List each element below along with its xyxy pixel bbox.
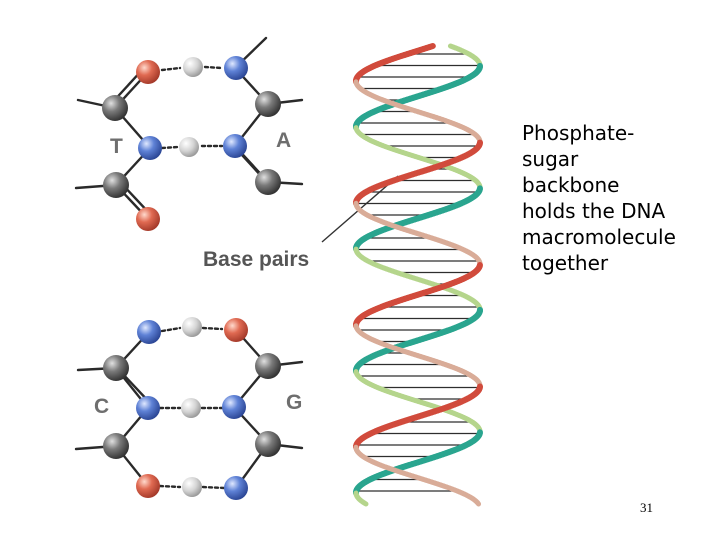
nitrogen-atom [222,395,246,419]
nitrogen-atom [138,136,162,160]
oxygen-atom [136,60,160,84]
helix-strand-1 [361,500,369,507]
nitrogen-atom [137,320,161,344]
base-label-t: T [110,135,123,158]
base-pairs-label: Base pairs [203,248,309,271]
hydrogen-atom [181,398,201,418]
carbon-atom [255,353,281,379]
hydrogen-atom [182,477,202,497]
base-label-c: C [94,395,109,418]
backbone-caption: Phosphate- sugar backbone holds the DNA … [522,121,676,275]
nitrogen-atom [224,476,248,500]
oxygen-atom [224,318,248,342]
nitrogen-atom [136,396,160,420]
hydrogen-atom [179,137,199,157]
helix-strand-2 [475,500,482,507]
nitrogen-atom [224,56,248,80]
base-label-g: G [286,391,302,414]
oxygen-atom [136,474,160,498]
carbon-atom [103,433,129,459]
carbon-atom [103,172,129,198]
carbon-atom [102,95,128,121]
slide-number: 31 [640,500,653,515]
atoms-cg [103,317,281,500]
carbon-atom [255,169,281,195]
carbon-atom [255,431,281,457]
atoms-ta [102,56,281,231]
carbon-atom [103,355,129,381]
nitrogen-atom [223,134,247,158]
hydrogen-atom [182,317,202,337]
carbon-atom [255,91,281,117]
dna-double-helix [353,43,483,507]
hydrogen-atom [183,57,203,77]
base-label-a: A [276,129,291,152]
oxygen-atom [136,207,160,231]
